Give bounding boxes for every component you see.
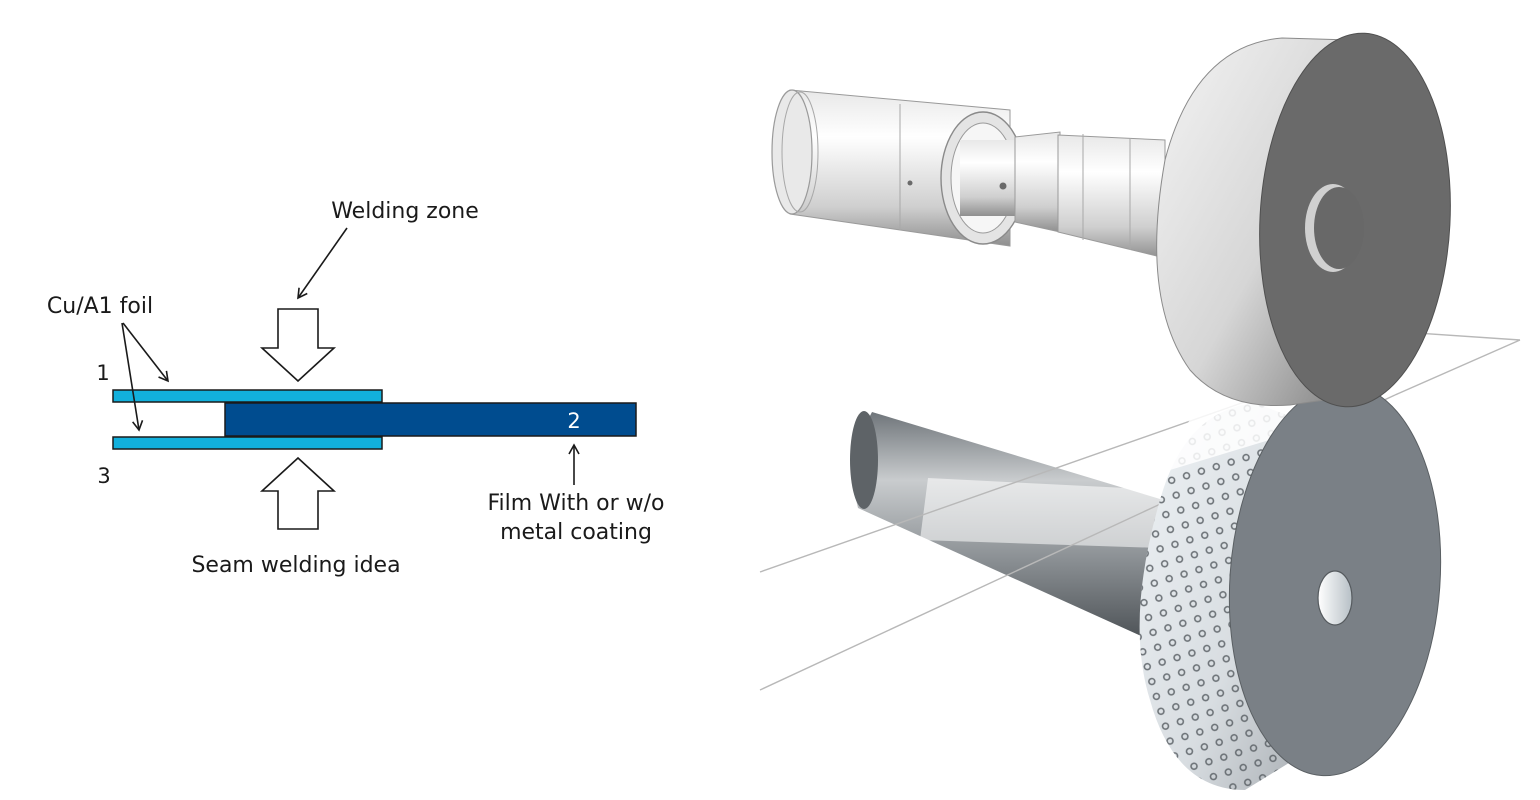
film-layer — [224, 402, 637, 437]
pressure-arrow-down — [259, 308, 337, 383]
foil-label: Cu/A1 foil — [47, 294, 153, 319]
sonotrode-assembly — [771, 89, 1166, 259]
seam-welder-render — [759, 32, 1521, 790]
pressure-arrow-up — [259, 456, 337, 530]
welding-zone-label: Welding zone — [331, 199, 479, 224]
foil-leader-bottom — [121, 322, 144, 432]
diagram-caption: Seam welding idea — [191, 553, 400, 578]
bottom-foil-number: 3 — [97, 464, 110, 488]
foil-leader-top — [122, 322, 170, 383]
film-number: 2 — [567, 409, 580, 433]
sonotrode-wheel — [1156, 32, 1451, 408]
anvil-wheel-bore — [1317, 570, 1353, 626]
seam-welding-diagram: Welding zone Cu/A1 foil 1 3 2 Film With … — [47, 199, 665, 578]
film-label-line1: Film With or w/o — [487, 491, 664, 516]
anvil-wheel — [1139, 383, 1442, 790]
film-label-line2: metal coating — [500, 520, 652, 545]
top-foil-layer — [112, 389, 383, 403]
welding-zone-leader — [297, 227, 348, 300]
top-foil-number: 1 — [96, 361, 109, 385]
bottom-foil-layer — [112, 436, 383, 450]
